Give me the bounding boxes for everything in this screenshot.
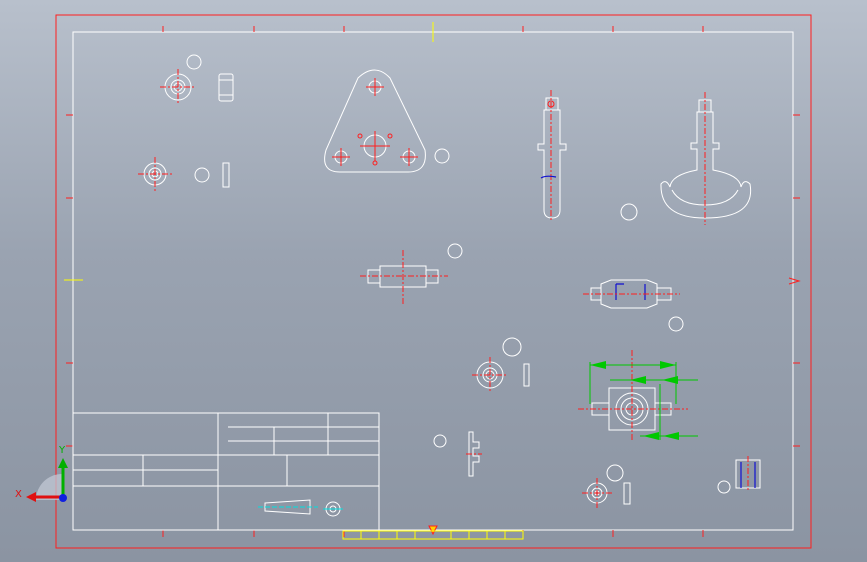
bushing-side-view[interactable] (218, 73, 234, 102)
bracket-view[interactable] (433, 431, 482, 477)
centering-marks (64, 22, 801, 536)
valve-body-view[interactable] (583, 279, 684, 332)
washer-top-view[interactable] (138, 157, 230, 191)
triad-y-label: Y (58, 445, 66, 456)
triangular-plate-view[interactable] (324, 69, 450, 173)
hook-side-view[interactable] (620, 92, 752, 225)
sheet-outer-border (55, 14, 812, 549)
rod-side-view[interactable] (537, 90, 567, 222)
bottom-scale-ruler (342, 530, 524, 540)
sleeve-section-view[interactable] (717, 456, 761, 494)
title-block[interactable] (72, 412, 380, 531)
bushing-top-view[interactable] (160, 54, 202, 105)
nut-top-view[interactable] (582, 464, 631, 508)
dimensioned-housing-view[interactable] (578, 350, 698, 440)
zone-markers (66, 26, 800, 537)
spacer-top-view[interactable] (472, 337, 530, 393)
pin-shaft-view[interactable] (360, 243, 463, 304)
taper-pin-view[interactable] (258, 499, 343, 517)
coordinate-triad: X Y (15, 445, 68, 502)
triad-x-label: X (15, 489, 22, 500)
